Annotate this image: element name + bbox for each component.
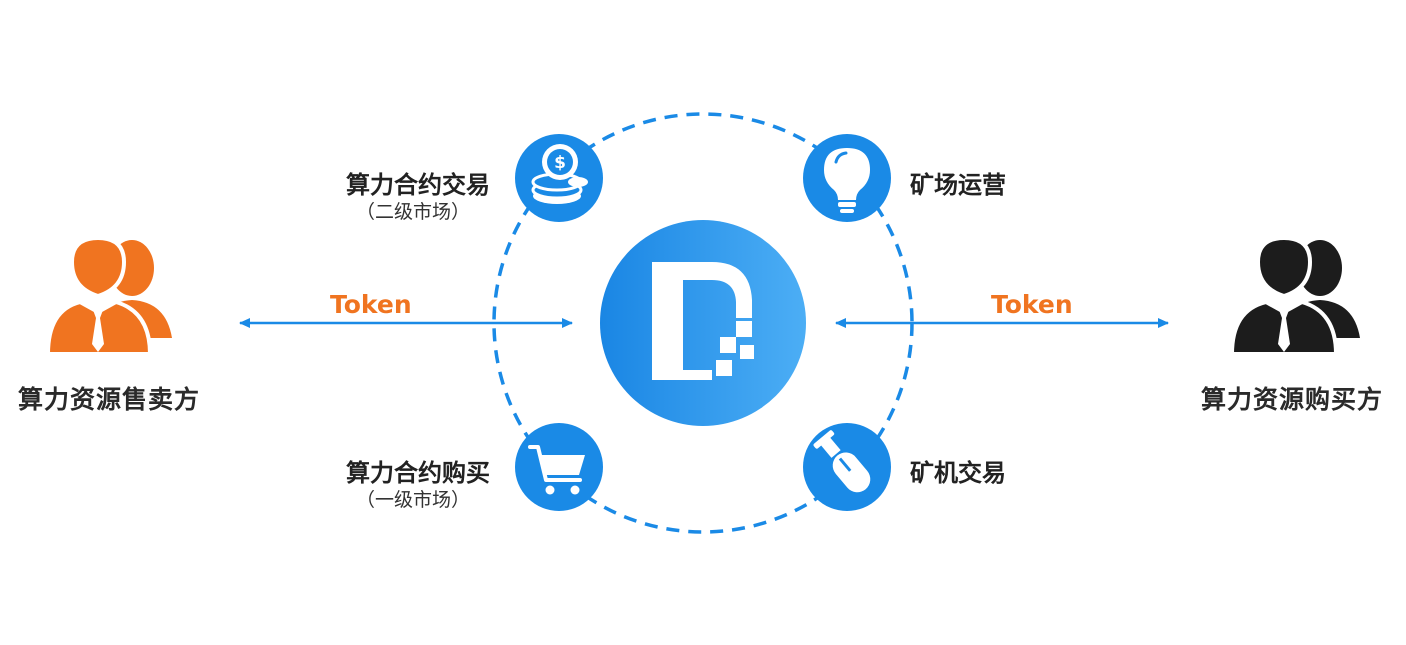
miner-machine-icon: [803, 423, 891, 511]
token-right-label: Token: [991, 290, 1073, 319]
secondary-market-title: 算力合约交易: [346, 171, 490, 199]
buyer-label: 算力资源购买方: [1201, 385, 1384, 414]
shopping-cart-icon: [515, 423, 603, 511]
lightbulb-icon: [803, 134, 891, 222]
user-group-icon: [45, 235, 172, 356]
seller-label: 算力资源售卖方: [18, 385, 201, 414]
secondary-market-subtitle: （二级市场）: [356, 201, 471, 223]
coins-icon: $: [515, 134, 603, 222]
platform-logo-icon: [600, 220, 806, 426]
user-group-icon: [1229, 235, 1360, 356]
miner-trade-title: 矿机交易: [910, 459, 1006, 487]
primary-market-title: 算力合约购买: [346, 459, 490, 487]
mining-ops-title: 矿场运营: [910, 171, 1006, 199]
primary-market-subtitle: （一级市场）: [356, 489, 471, 511]
svg-text:$: $: [554, 153, 566, 173]
token-left-label: Token: [330, 290, 412, 319]
